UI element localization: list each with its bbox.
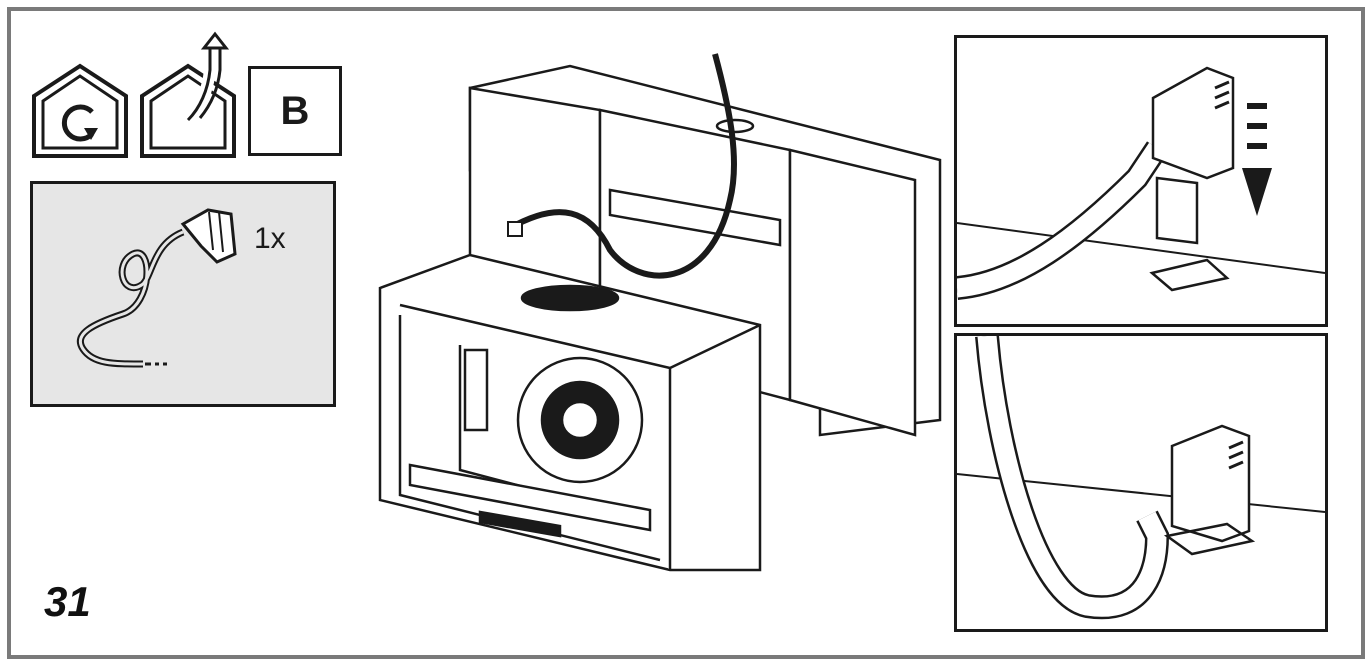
plug-detail-top bbox=[957, 66, 1325, 300]
step-number: 31 bbox=[44, 578, 91, 625]
plug-detail-bottom bbox=[957, 336, 1325, 620]
plug-insertion-inset bbox=[954, 35, 1328, 327]
mode-letter-badge: B bbox=[248, 66, 342, 156]
ducted-extraction-house-icon bbox=[140, 31, 236, 158]
hood-installation-illustration bbox=[378, 53, 942, 572]
accessory-panel bbox=[30, 181, 336, 407]
plug-connected-inset bbox=[954, 333, 1328, 632]
quantity-label: 1x bbox=[254, 222, 286, 255]
recirculation-house-icon bbox=[32, 63, 128, 158]
power-cable-icon bbox=[77, 208, 237, 368]
